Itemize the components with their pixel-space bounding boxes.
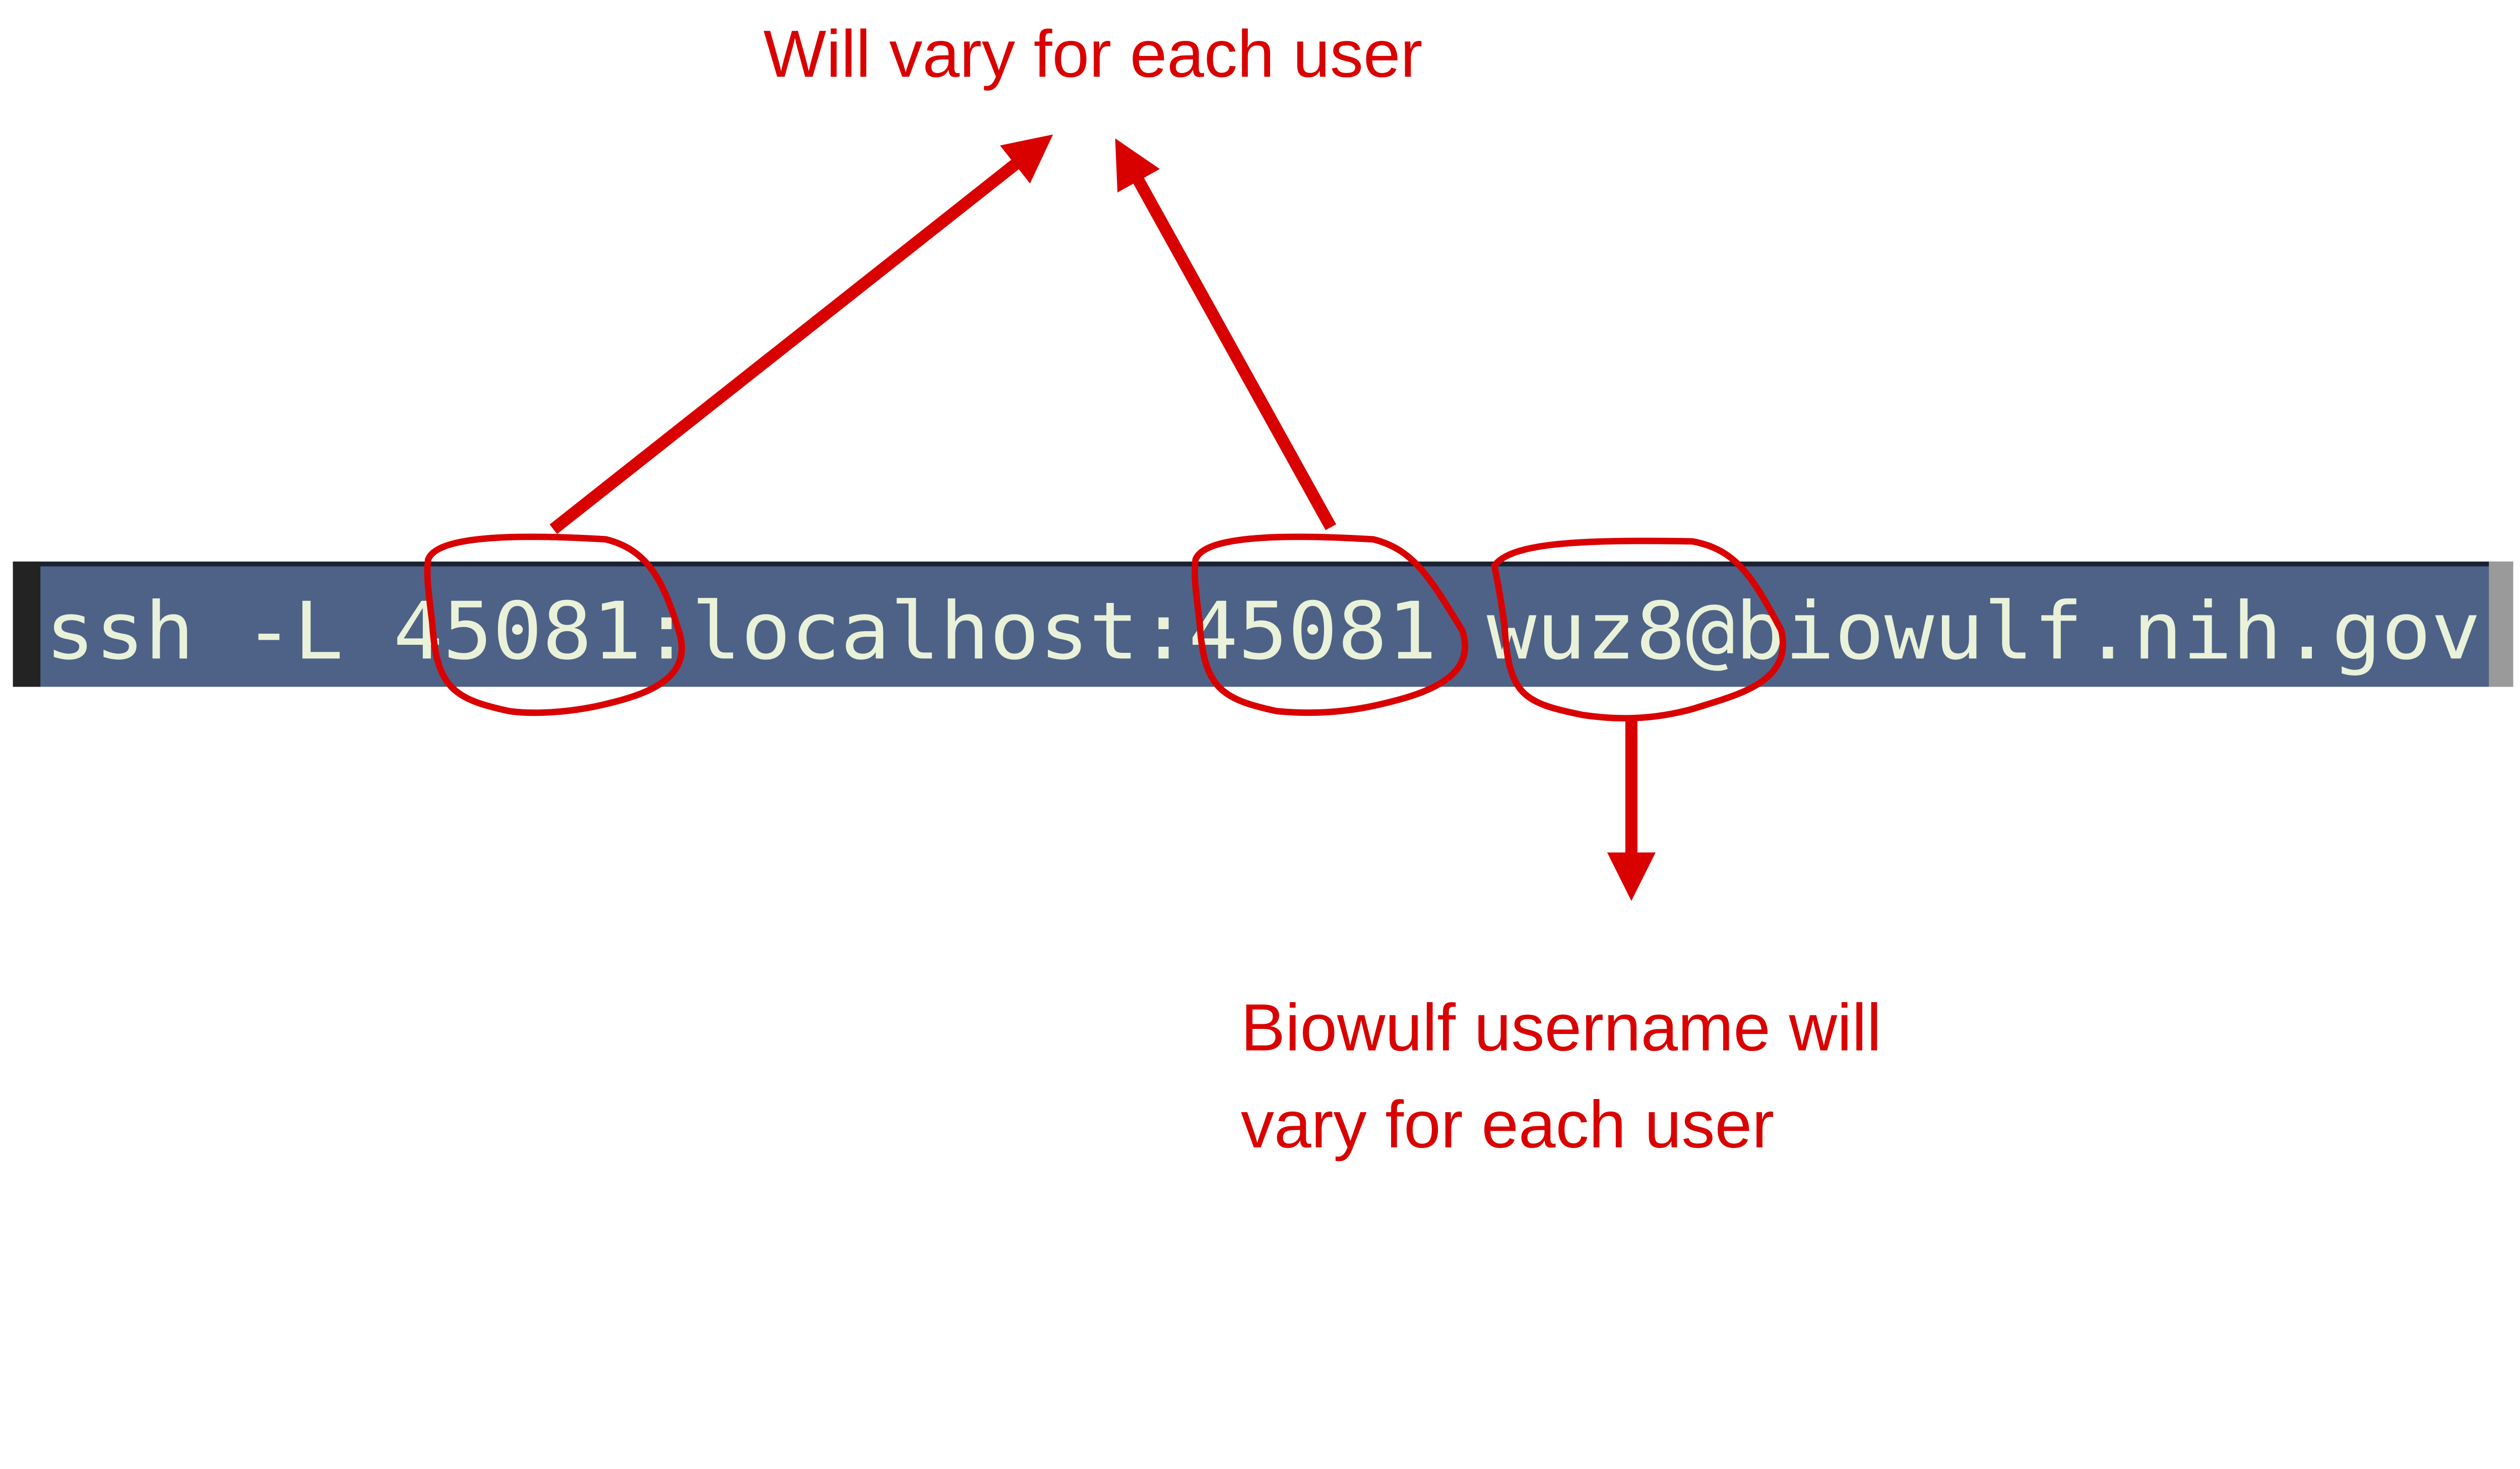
bottom-annotation-line1: Biowulf username will — [1241, 991, 1881, 1065]
arrow-up-right — [1115, 138, 1337, 530]
annotated-diagram: ssh -L 45081:localhost:45081 wuz8@biowul… — [13, 17, 2513, 1162]
terminal-scrollbar[interactable] — [2489, 561, 2513, 687]
terminal-line: ssh -L 45081:localhost:45081 wuz8@biowul… — [13, 561, 2513, 687]
bottom-annotation-line2: vary for each user — [1241, 1087, 1774, 1162]
circle-username — [1491, 537, 1786, 722]
top-annotation: Will vary for each user — [764, 17, 1423, 91]
arrow-up-left — [549, 134, 1053, 534]
circle-remote-port — [1191, 533, 1469, 716]
ssh-command: ssh -L 45081:localhost:45081 wuz8@biowul… — [45, 585, 2481, 678]
highlight-circles — [424, 533, 1786, 722]
terminal-left-strip — [13, 561, 41, 687]
arrows — [549, 134, 1656, 901]
terminal-top-edge — [13, 561, 2513, 567]
circle-local-port — [424, 533, 685, 716]
